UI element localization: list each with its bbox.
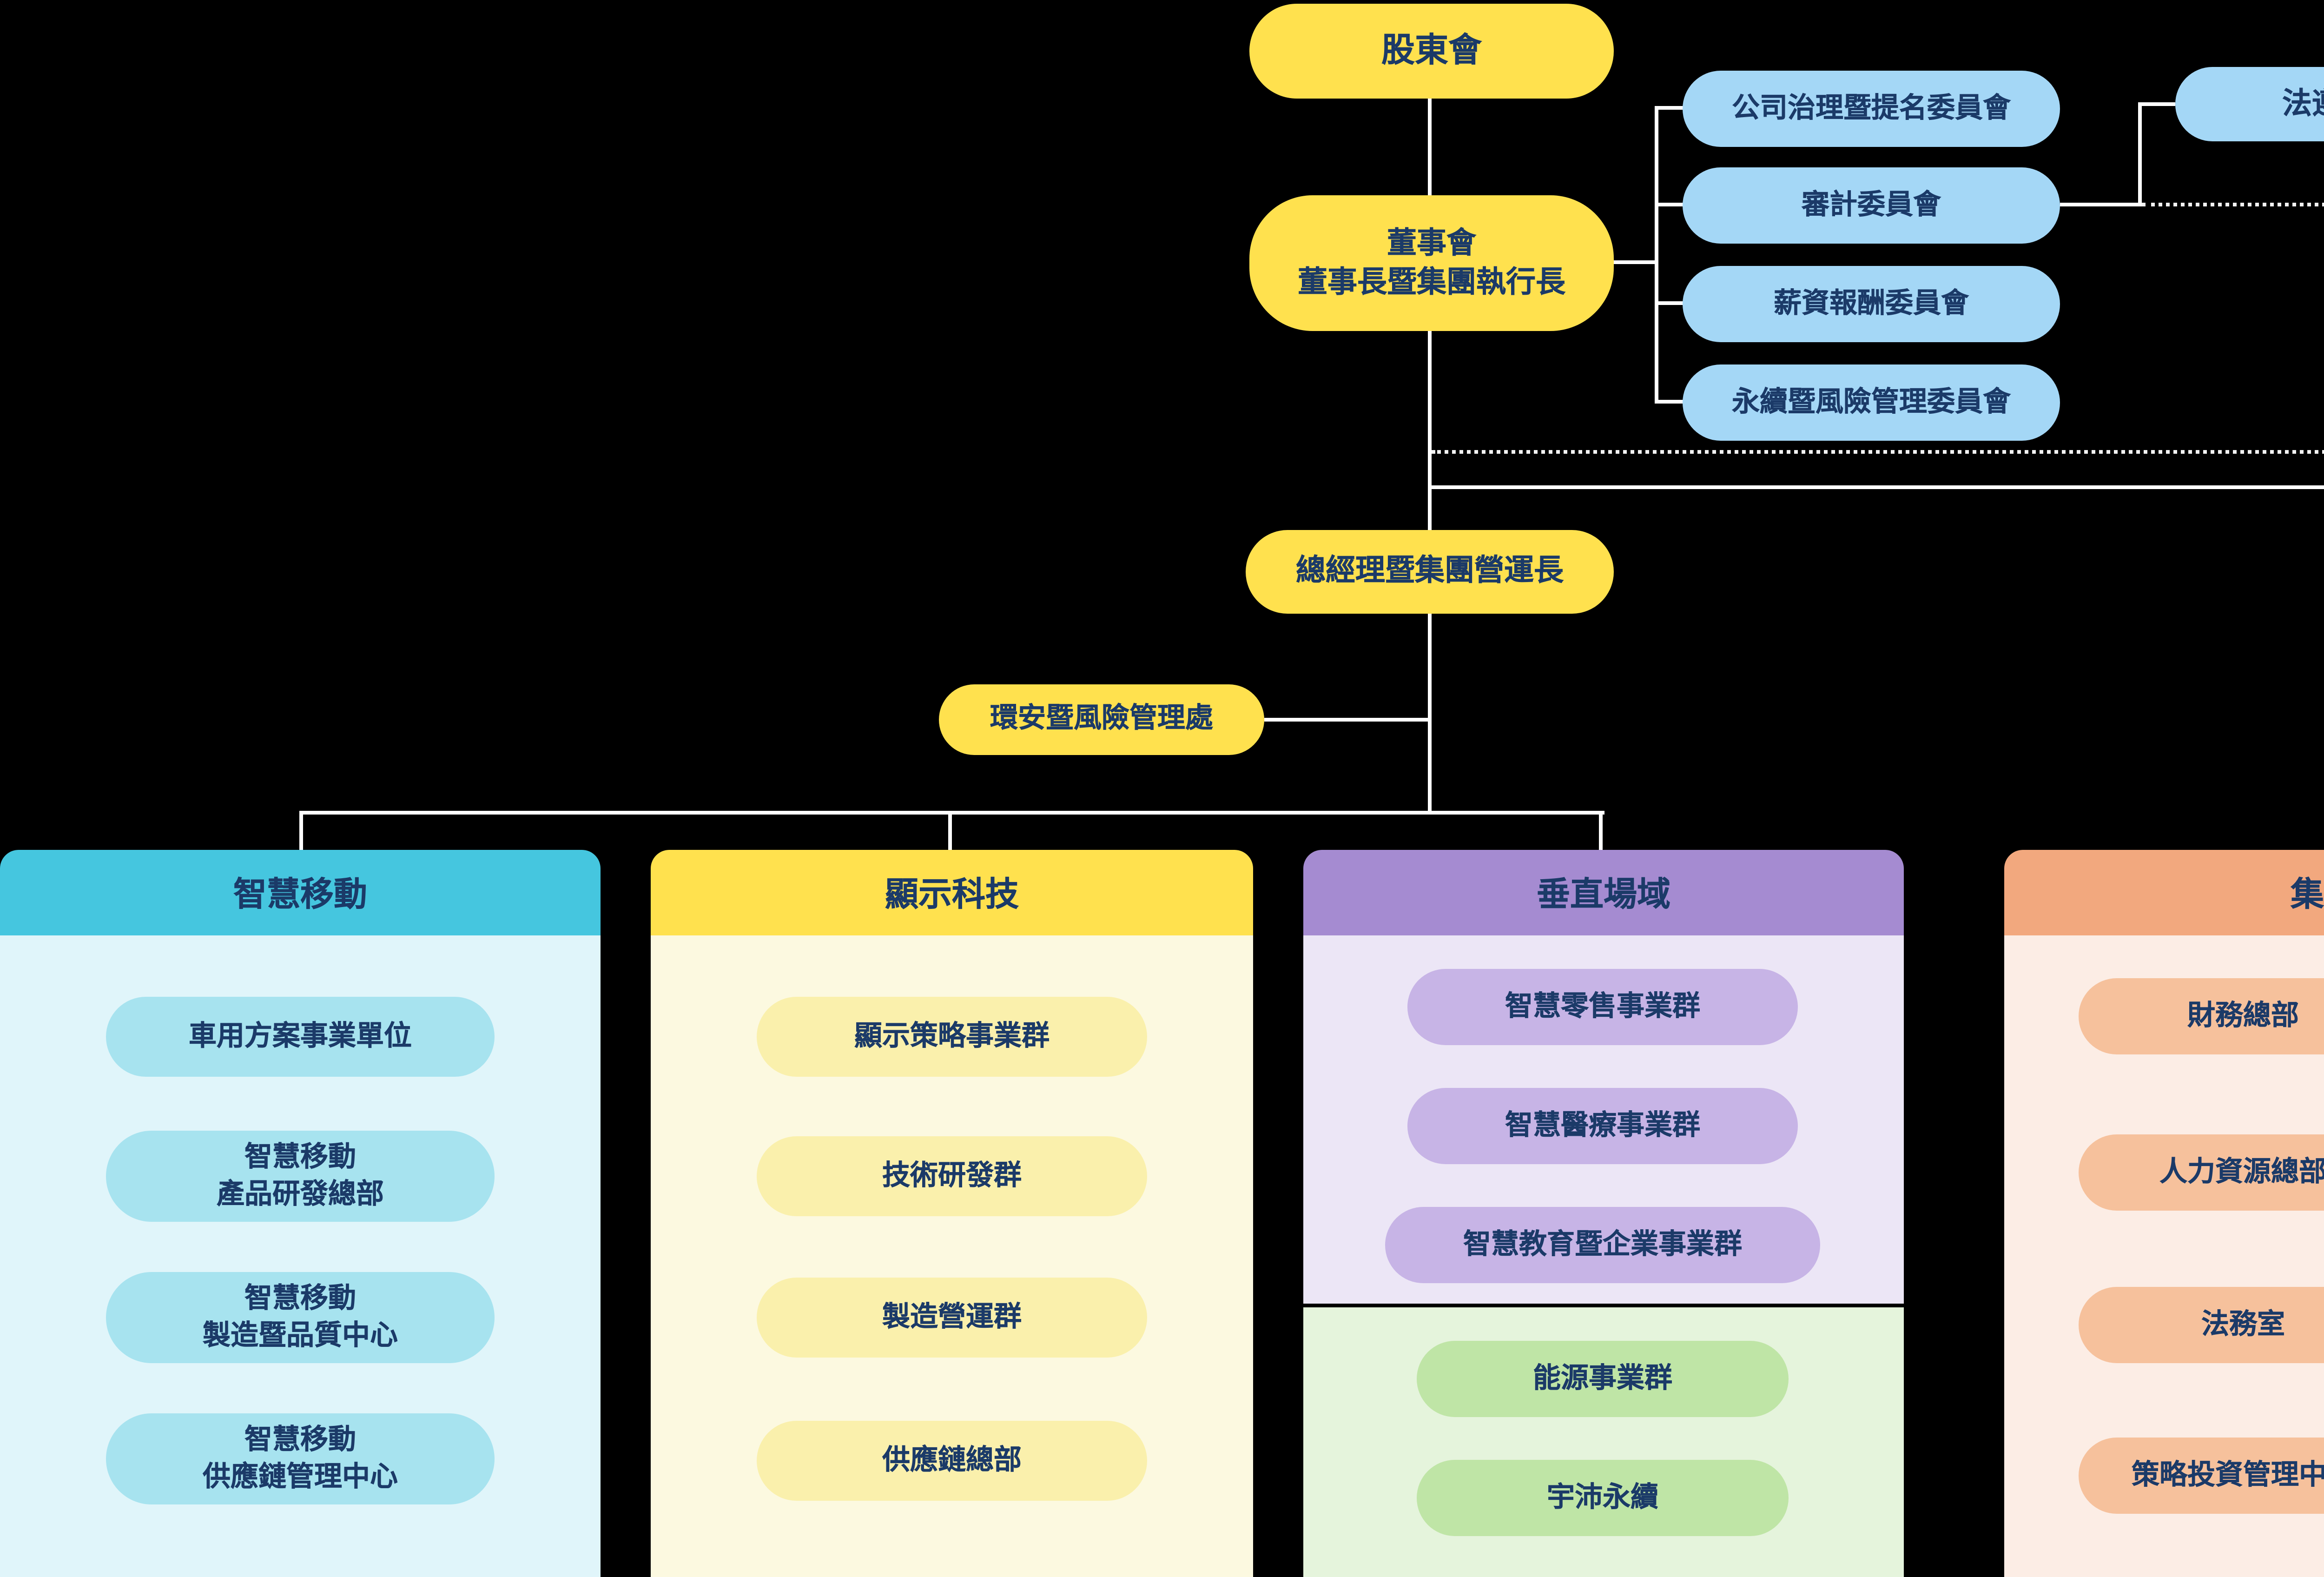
node-board: 董事會 董事長暨集團執行長 — [1249, 195, 1614, 331]
unit-sm-product-rd-line2: 產品研發總部 — [216, 1176, 384, 1210]
unit-sm-supply-chain-line1: 智慧移動 — [244, 1423, 356, 1456]
node-committee-compensation: 薪資報酬委員會 — [1683, 266, 2060, 342]
node-committee-governance: 公司治理暨提名委員會 — [1683, 71, 2060, 147]
group-card-smart-mobility: 智慧移動 車用方案事業單位 智慧移動 產品研發總部 智慧移動 製造暨品質中心 智… — [0, 850, 601, 1577]
node-board-line2: 董事長暨集團執行長 — [1297, 263, 1565, 298]
connector-group3-stub — [1599, 811, 1603, 850]
connector-shareholders-board — [1428, 99, 1432, 195]
unit-supply-chain-hq: 供應鏈總部 — [757, 1421, 1147, 1501]
unit-sm-supply-chain: 智慧移動 供應鏈管理中心 — [106, 1413, 495, 1504]
group-header-operation-support: 集團營運支援單位 — [2004, 850, 2324, 935]
node-president: 總經理暨集團營運長 — [1246, 530, 1614, 614]
connector-group2-stub — [948, 811, 952, 850]
node-committee-sustainability-risk: 永續暨風險管理委員會 — [1683, 364, 2060, 441]
connector-ehs-stub — [1264, 718, 1428, 722]
group-title-operation-support: 集團營運支援單位 — [2291, 876, 2324, 915]
unit-smart-retail: 智慧零售事業群 — [1407, 969, 1798, 1045]
connector-audit-compliance-h — [2060, 203, 2142, 206]
dotted-compliance-horizontal — [1432, 450, 2324, 454]
unit-sm-mfg-quality-line1: 智慧移動 — [244, 1281, 356, 1315]
unit-sm-product-rd-line1: 智慧移動 — [244, 1140, 356, 1173]
connector-board-president — [1428, 331, 1432, 530]
connector-group1-stub — [299, 811, 303, 850]
group-title-smart-mobility: 智慧移動 — [233, 876, 367, 915]
group-header-display-tech: 顯示科技 — [651, 850, 1253, 935]
connector-audit-compliance-v — [2138, 102, 2142, 206]
group-card-vertical-domains: 垂直場域 智慧零售事業群 智慧醫療事業群 智慧教育暨企業事業群 能源事業群 宇沛… — [1303, 850, 1904, 1577]
unit-sustainability-co: 宇沛永續 — [1417, 1460, 1789, 1536]
connector-committee-bracket — [1655, 106, 1658, 404]
unit-sm-product-rd: 智慧移動 產品研發總部 — [106, 1131, 495, 1222]
node-shareholders: 股東會 — [1249, 4, 1614, 99]
unit-technology-rd: 技術研發群 — [757, 1136, 1147, 1216]
connector-board-bracket-stub — [1614, 260, 1658, 264]
unit-strategic-investment: 策略投資管理中心 — [2079, 1438, 2324, 1514]
unit-smart-education-enterprise: 智慧教育暨企業事業群 — [1385, 1207, 1820, 1283]
group-title-display-tech: 顯示科技 — [885, 876, 1019, 915]
node-board-line1: 董事會 — [1386, 224, 1476, 260]
unit-automotive-solutions: 車用方案事業單位 — [106, 997, 495, 1077]
unit-sm-mfg-quality-line2: 製造暨品質中心 — [202, 1318, 398, 1351]
connector-distribution-bar — [299, 811, 1604, 815]
unit-sm-supply-chain-line2: 供應鏈管理中心 — [202, 1459, 398, 1492]
dotted-audit-right-edge — [2142, 203, 2324, 206]
unit-legal-office: 法務室 — [2079, 1287, 2324, 1363]
connector-president-distribution — [1428, 614, 1432, 813]
unit-finance-hq: 財務總部 — [2079, 978, 2324, 1054]
connector-committee-2-stub — [1655, 203, 1686, 206]
unit-smart-medical: 智慧醫療事業群 — [1407, 1088, 1798, 1164]
group-card-operation-support: 集團營運支援單位 財務總部 人力資源總部 法務室 策略投資管理中心 數位技術發展… — [2004, 850, 2324, 1577]
connector-committee-3-stub — [1655, 301, 1686, 305]
group-header-smart-mobility: 智慧移動 — [0, 850, 601, 935]
connector-branch-support-h — [1428, 485, 2324, 489]
connector-committee-4-stub — [1655, 400, 1686, 404]
unit-display-strategy-bg: 顯示策略事業群 — [757, 997, 1147, 1077]
group-card-display-tech: 顯示科技 顯示策略事業群 技術研發群 製造營運群 供應鏈總部 — [651, 850, 1253, 1577]
node-committee-audit: 審計委員會 — [1683, 167, 2060, 244]
group-title-vertical-domains: 垂直場域 — [1537, 876, 1670, 915]
node-chief-compliance: 法遵總顧問 — [2175, 67, 2324, 141]
node-ehs-risk: 環安暨風險管理處 — [939, 684, 1264, 755]
unit-energy-bg: 能源事業群 — [1417, 1341, 1789, 1417]
unit-hr-hq: 人力資源總部 — [2079, 1134, 2324, 1211]
unit-manufacturing-ops: 製造營運群 — [757, 1278, 1147, 1358]
connector-committee-1-stub — [1655, 106, 1686, 110]
connector-compliance-stub — [2138, 102, 2175, 106]
group-header-vertical-domains: 垂直場域 — [1303, 850, 1904, 935]
unit-sm-mfg-quality: 智慧移動 製造暨品質中心 — [106, 1272, 495, 1363]
